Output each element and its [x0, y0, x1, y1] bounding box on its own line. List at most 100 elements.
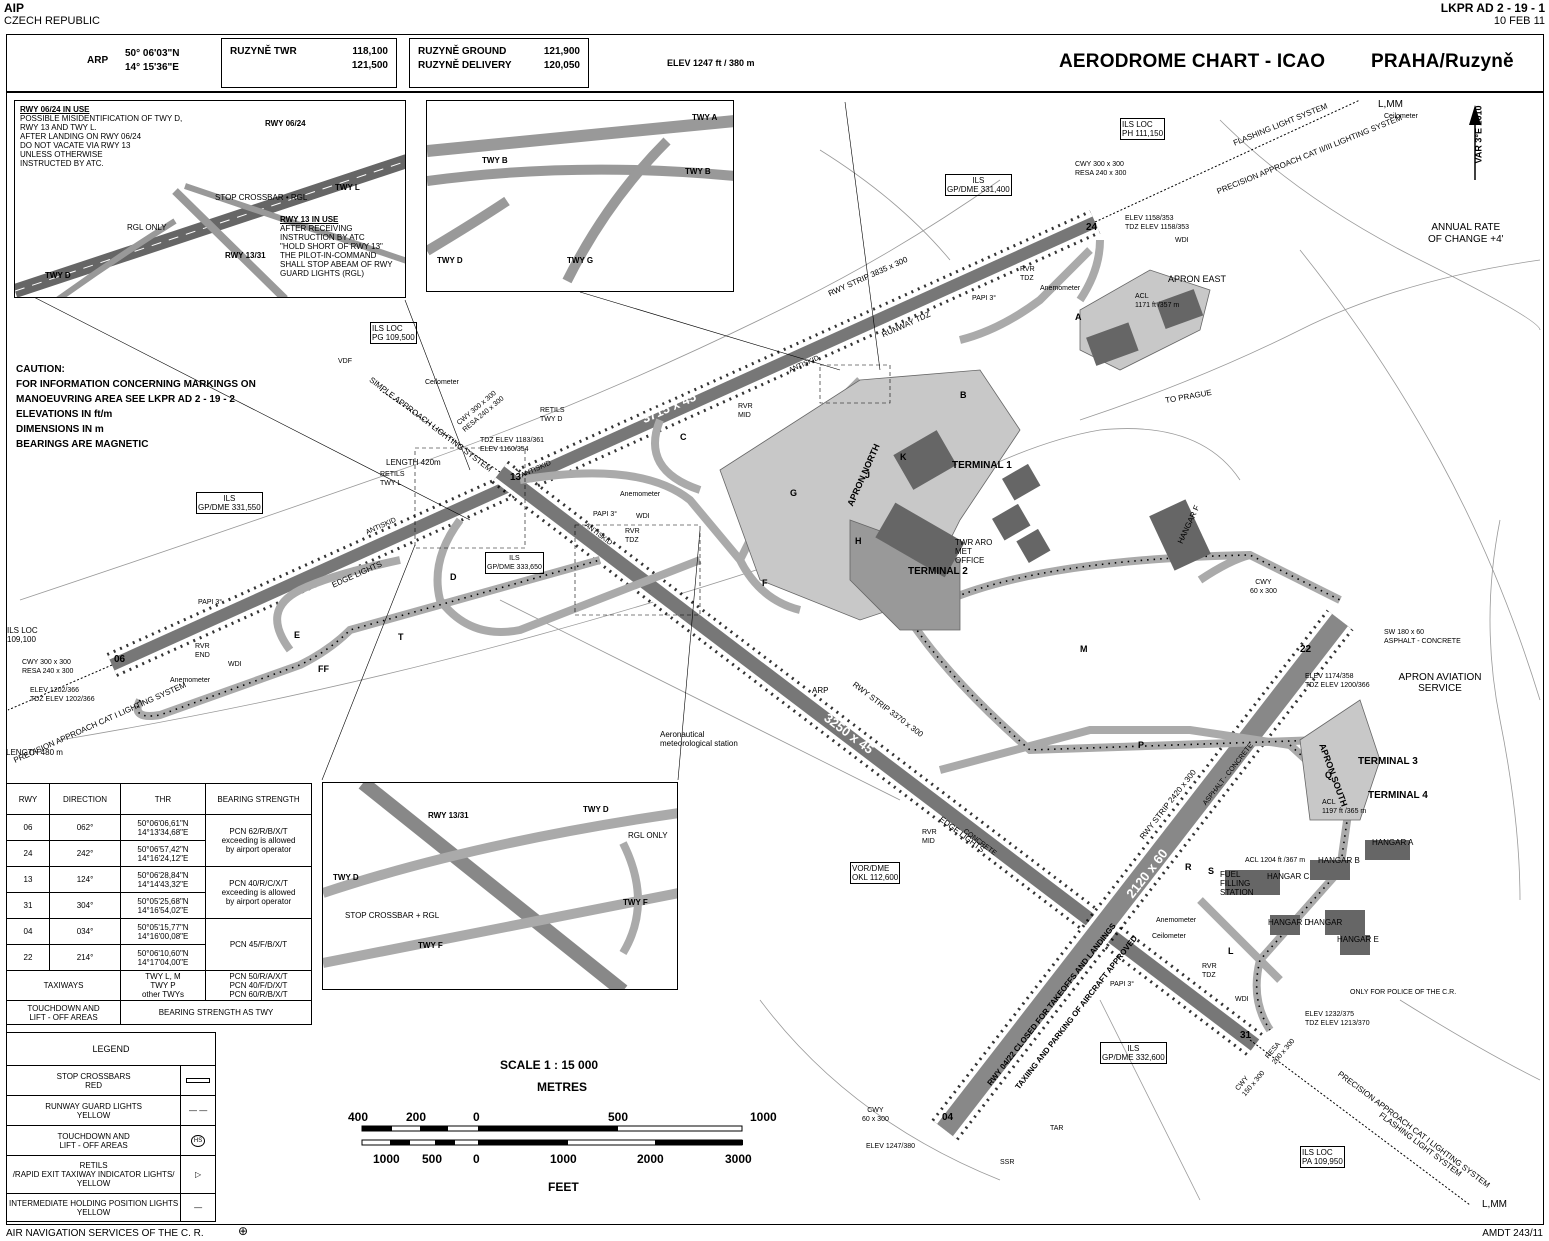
inset2-drawing — [427, 115, 733, 284]
ssr-label: SSR — [1000, 1159, 1015, 1166]
table-cell: 214° — [49, 944, 121, 971]
hs-symbol: HS — [180, 1125, 216, 1156]
apron-north — [719, 369, 1021, 621]
twy-b: B — [960, 390, 967, 400]
inset3-rgl: RGL ONLY — [628, 831, 668, 840]
inset3-twyf-2: TWY F — [418, 941, 443, 950]
scale-feet: FEET — [548, 1180, 579, 1194]
ils-gp-2: ILS GP/DME 331,550 — [196, 492, 263, 514]
col-direction: DIRECTION — [49, 783, 121, 815]
legend-item: RUNWAY GUARD LIGHTS YELLOW — [5, 1095, 182, 1126]
terrain-lines — [19, 119, 1541, 1201]
cwy-resa-1: CWY 300 x 300 RESA 240 x 300 — [1075, 161, 1127, 177]
col-rwy: RWY — [6, 783, 50, 815]
apron-aviation-label: APRON AVIATION SERVICE — [1398, 672, 1482, 694]
anemometer-2: Anemometer — [620, 491, 661, 498]
arp-lat: 50° 06'03"N — [125, 48, 180, 59]
retils-twy-d: RETILS TWY D — [540, 407, 565, 423]
caution-line: BEARINGS ARE MAGNETIC — [16, 439, 149, 450]
note-line: AFTER RECEIVING — [280, 224, 353, 233]
acl-2: ACL 1197 ft /365 m — [1322, 799, 1367, 815]
note-line: INSTRUCTED BY ATC. — [20, 159, 104, 168]
delivery-freq: 120,050 — [543, 60, 580, 71]
rvr-mid-1: RVR MID — [738, 403, 753, 419]
scale-m-tick: 1000 — [750, 1110, 777, 1124]
legend-item: STOP CROSSBARS RED — [5, 1065, 182, 1096]
fuel-station: FUEL FILLING STATION — [1220, 870, 1254, 897]
rwy-13-marker: 13 — [510, 472, 522, 483]
scale-f-tick: 2000 — [637, 1152, 664, 1166]
inset1-twyl: TWY L — [335, 183, 360, 192]
caution-line: CAUTION: — [16, 364, 65, 375]
table-cell: 24 — [6, 840, 50, 867]
table-cell: 242° — [49, 840, 121, 867]
inset2-twyb-1: TWY B — [482, 156, 508, 165]
twr-freq-1: 118,100 — [352, 46, 388, 57]
inset2-twya: TWY A — [692, 113, 718, 122]
chart-title: AERODROME CHART - ICAO — [1059, 51, 1326, 72]
hangar-b: HANGAR B — [1318, 856, 1360, 865]
map-frame — [6, 92, 1544, 1225]
caution-line: DIMENSIONS IN m — [16, 424, 104, 435]
inset1-note2-title: RWY 13 IN USE — [280, 215, 339, 224]
table-cell: 124° — [49, 866, 121, 893]
table-cell: TOUCHDOWN AND LIFT - OFF AREAS — [6, 1000, 121, 1025]
header-left: AIP CZECH REPUBLIC — [4, 2, 100, 27]
arp-label: ARP — [87, 55, 109, 66]
ils-gp-3: ILS GP/DME 333,650 — [485, 552, 544, 574]
ils-loc-pa: ILS LOC PA 109,950 — [1300, 1146, 1345, 1168]
table-cell: 22 — [6, 944, 50, 971]
twy-f: F — [762, 578, 768, 588]
approach-lights — [7, 99, 1471, 1206]
cwy-4: CWY 60 x 300 — [1250, 579, 1277, 595]
sw-label: SW 180 x 60 ASPHALT - CONCRETE — [1384, 629, 1461, 645]
cwy-5: CWY 60 x 300 — [862, 1107, 889, 1123]
elevation: ELEV 1247 ft / 380 m — [667, 58, 755, 68]
anemometer-1: Anemometer — [1040, 285, 1081, 292]
retils-symbol: ▷ — [180, 1155, 216, 1194]
wdi-3: WDI — [228, 661, 242, 668]
elev-1174: ELEV 1174/358 TDZ ELEV 1200/366 — [1305, 673, 1370, 689]
table-cell: PCN 50/R/A/X/T PCN 40/F/D/X/T PCN 60/R/B… — [205, 970, 312, 1001]
note-line: SHALL STOP ABEAM OF RWY — [280, 260, 393, 269]
rwy-22-marker: 22 — [1300, 644, 1312, 655]
delivery-label: RUZYNĚ DELIVERY — [418, 60, 512, 71]
twy-l: L — [1228, 946, 1234, 956]
inset2-twyd: TWY D — [437, 256, 463, 265]
scale-m-tick: 500 — [608, 1110, 629, 1124]
ils-loc-pg: ILS LOC PG 109,500 — [370, 322, 417, 344]
note-line: UNLESS OTHERWISE — [20, 150, 103, 159]
note-line: GUARD LIGHTS (RGL) — [280, 269, 365, 278]
table-cell: PCN 40/R/C/X/T exceeding is allowed by a… — [205, 866, 312, 919]
wdi-4: WDI — [1235, 996, 1249, 1003]
papi-4: PAPI 3° — [1110, 981, 1135, 988]
ceilometer-1: Ceilometer — [1384, 113, 1418, 120]
inset1-stop: STOP CROSSBAR • RGL — [215, 193, 308, 202]
legend-item: TOUCHDOWN AND LIFT - OFF AREAS — [5, 1125, 182, 1156]
inset3-stop: STOP CROSSBAR + RGL — [345, 911, 440, 920]
rwy-31-marker: 31 — [1240, 1030, 1252, 1041]
apron-east-label: APRON EAST — [1168, 274, 1227, 284]
inset1-rgl: RGL ONLY — [127, 223, 167, 232]
legend-item: RETILS /RAPID EXIT TAXIWAY INDICATOR LIG… — [5, 1155, 182, 1194]
inset2-twyb-2: TWY B — [685, 167, 711, 176]
inset3-twyd-1: TWY D — [583, 805, 609, 814]
table-cell: BEARING STRENGTH AS TWY — [120, 1000, 312, 1025]
twy-m: M — [1080, 644, 1088, 654]
tdz-elev: TDZ ELEV 1183/361 ELEV 1160/354 — [480, 437, 545, 453]
twy-k: K — [900, 452, 907, 462]
table-cell: 50°05'15,77"N 14°16'00,08"E — [120, 918, 206, 945]
terminal-3: TERMINAL 3 — [1358, 756, 1418, 767]
anemometer-4: Anemometer — [1156, 917, 1197, 924]
caution-line: MANOEUVRING AREA SEE LKPR AD 2 - 19 - 2 — [16, 394, 235, 405]
twy-a: A — [1075, 312, 1082, 322]
table-cell: 50°06'57,42"N 14°16'24,12"E — [120, 840, 206, 867]
footer-left: AIR NAVIGATION SERVICES OF THE C. R. — [6, 1228, 204, 1239]
ils-gp-4: ILS GP/DME 332,600 — [1100, 1042, 1167, 1064]
rvr-tdz-3: RVR TDZ — [1202, 963, 1217, 979]
scale-m-tick: 200 — [406, 1110, 427, 1124]
retils-twy-l: RETILS TWY L — [380, 471, 405, 487]
